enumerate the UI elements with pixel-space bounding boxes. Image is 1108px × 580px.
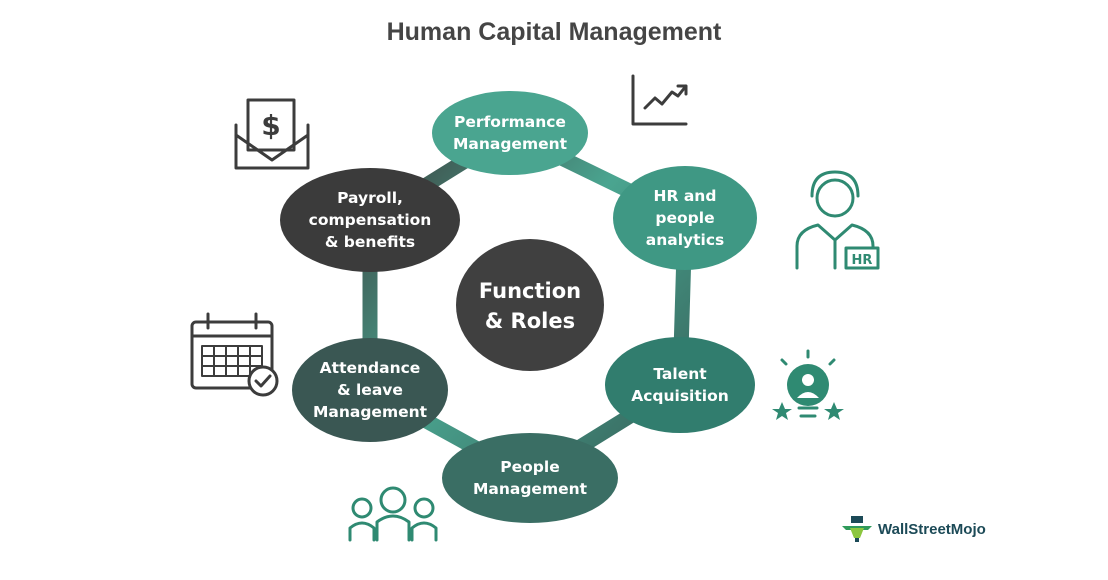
node-label-line: People: [500, 458, 559, 476]
node-label-line: & benefits: [325, 233, 415, 251]
hr-person-icon: HR: [795, 170, 880, 270]
center-node: Function & Roles: [456, 239, 604, 371]
talent-lightbulb-icon: [772, 349, 844, 420]
wallstreetmojo-logo: WallStreetMojo: [842, 516, 986, 542]
node-ellipse: [432, 91, 588, 175]
node-ellipse: [613, 166, 757, 270]
node-label-line: compensation: [309, 211, 432, 229]
node-label-line: Management: [313, 403, 428, 421]
growth-chart-icon: [631, 74, 688, 126]
node-label-line: Performance: [454, 113, 566, 131]
node-label-line: Payroll,: [337, 189, 403, 207]
node-label-line: Management: [473, 480, 588, 498]
calendar-check-icon: [190, 312, 279, 397]
node-label-line: Talent: [653, 365, 707, 383]
logo-mascot-icon: [842, 516, 872, 542]
hr-badge-label: HR: [852, 253, 873, 268]
node-ellipse: [442, 433, 618, 523]
node-label-line: Attendance: [320, 359, 421, 377]
node-ellipse: [280, 168, 460, 272]
logo-text: WallStreetMojo: [878, 520, 986, 538]
center-label-line1: Function: [479, 279, 581, 303]
node-ellipse: [292, 338, 448, 442]
people-group-icon: [348, 486, 438, 542]
node-hr-people-analytics: HR and people analytics: [613, 166, 757, 270]
center-label-line2: & Roles: [485, 309, 575, 333]
payroll-envelope-icon: $: [234, 98, 310, 170]
node-label-line: analytics: [646, 231, 725, 249]
node-label-line: Acquisition: [631, 387, 729, 405]
diagram-title: Human Capital Management: [386, 18, 722, 46]
node-label-line: Management: [453, 135, 568, 153]
node-label-line: & leave: [337, 381, 403, 399]
node-label-line: people: [655, 209, 714, 227]
node-ellipse: [605, 337, 755, 433]
node-label-line: HR and: [654, 187, 717, 205]
svg-text:$: $: [261, 109, 280, 142]
node-payroll-compensation-benefits: Payroll, compensation & benefits: [280, 168, 460, 272]
